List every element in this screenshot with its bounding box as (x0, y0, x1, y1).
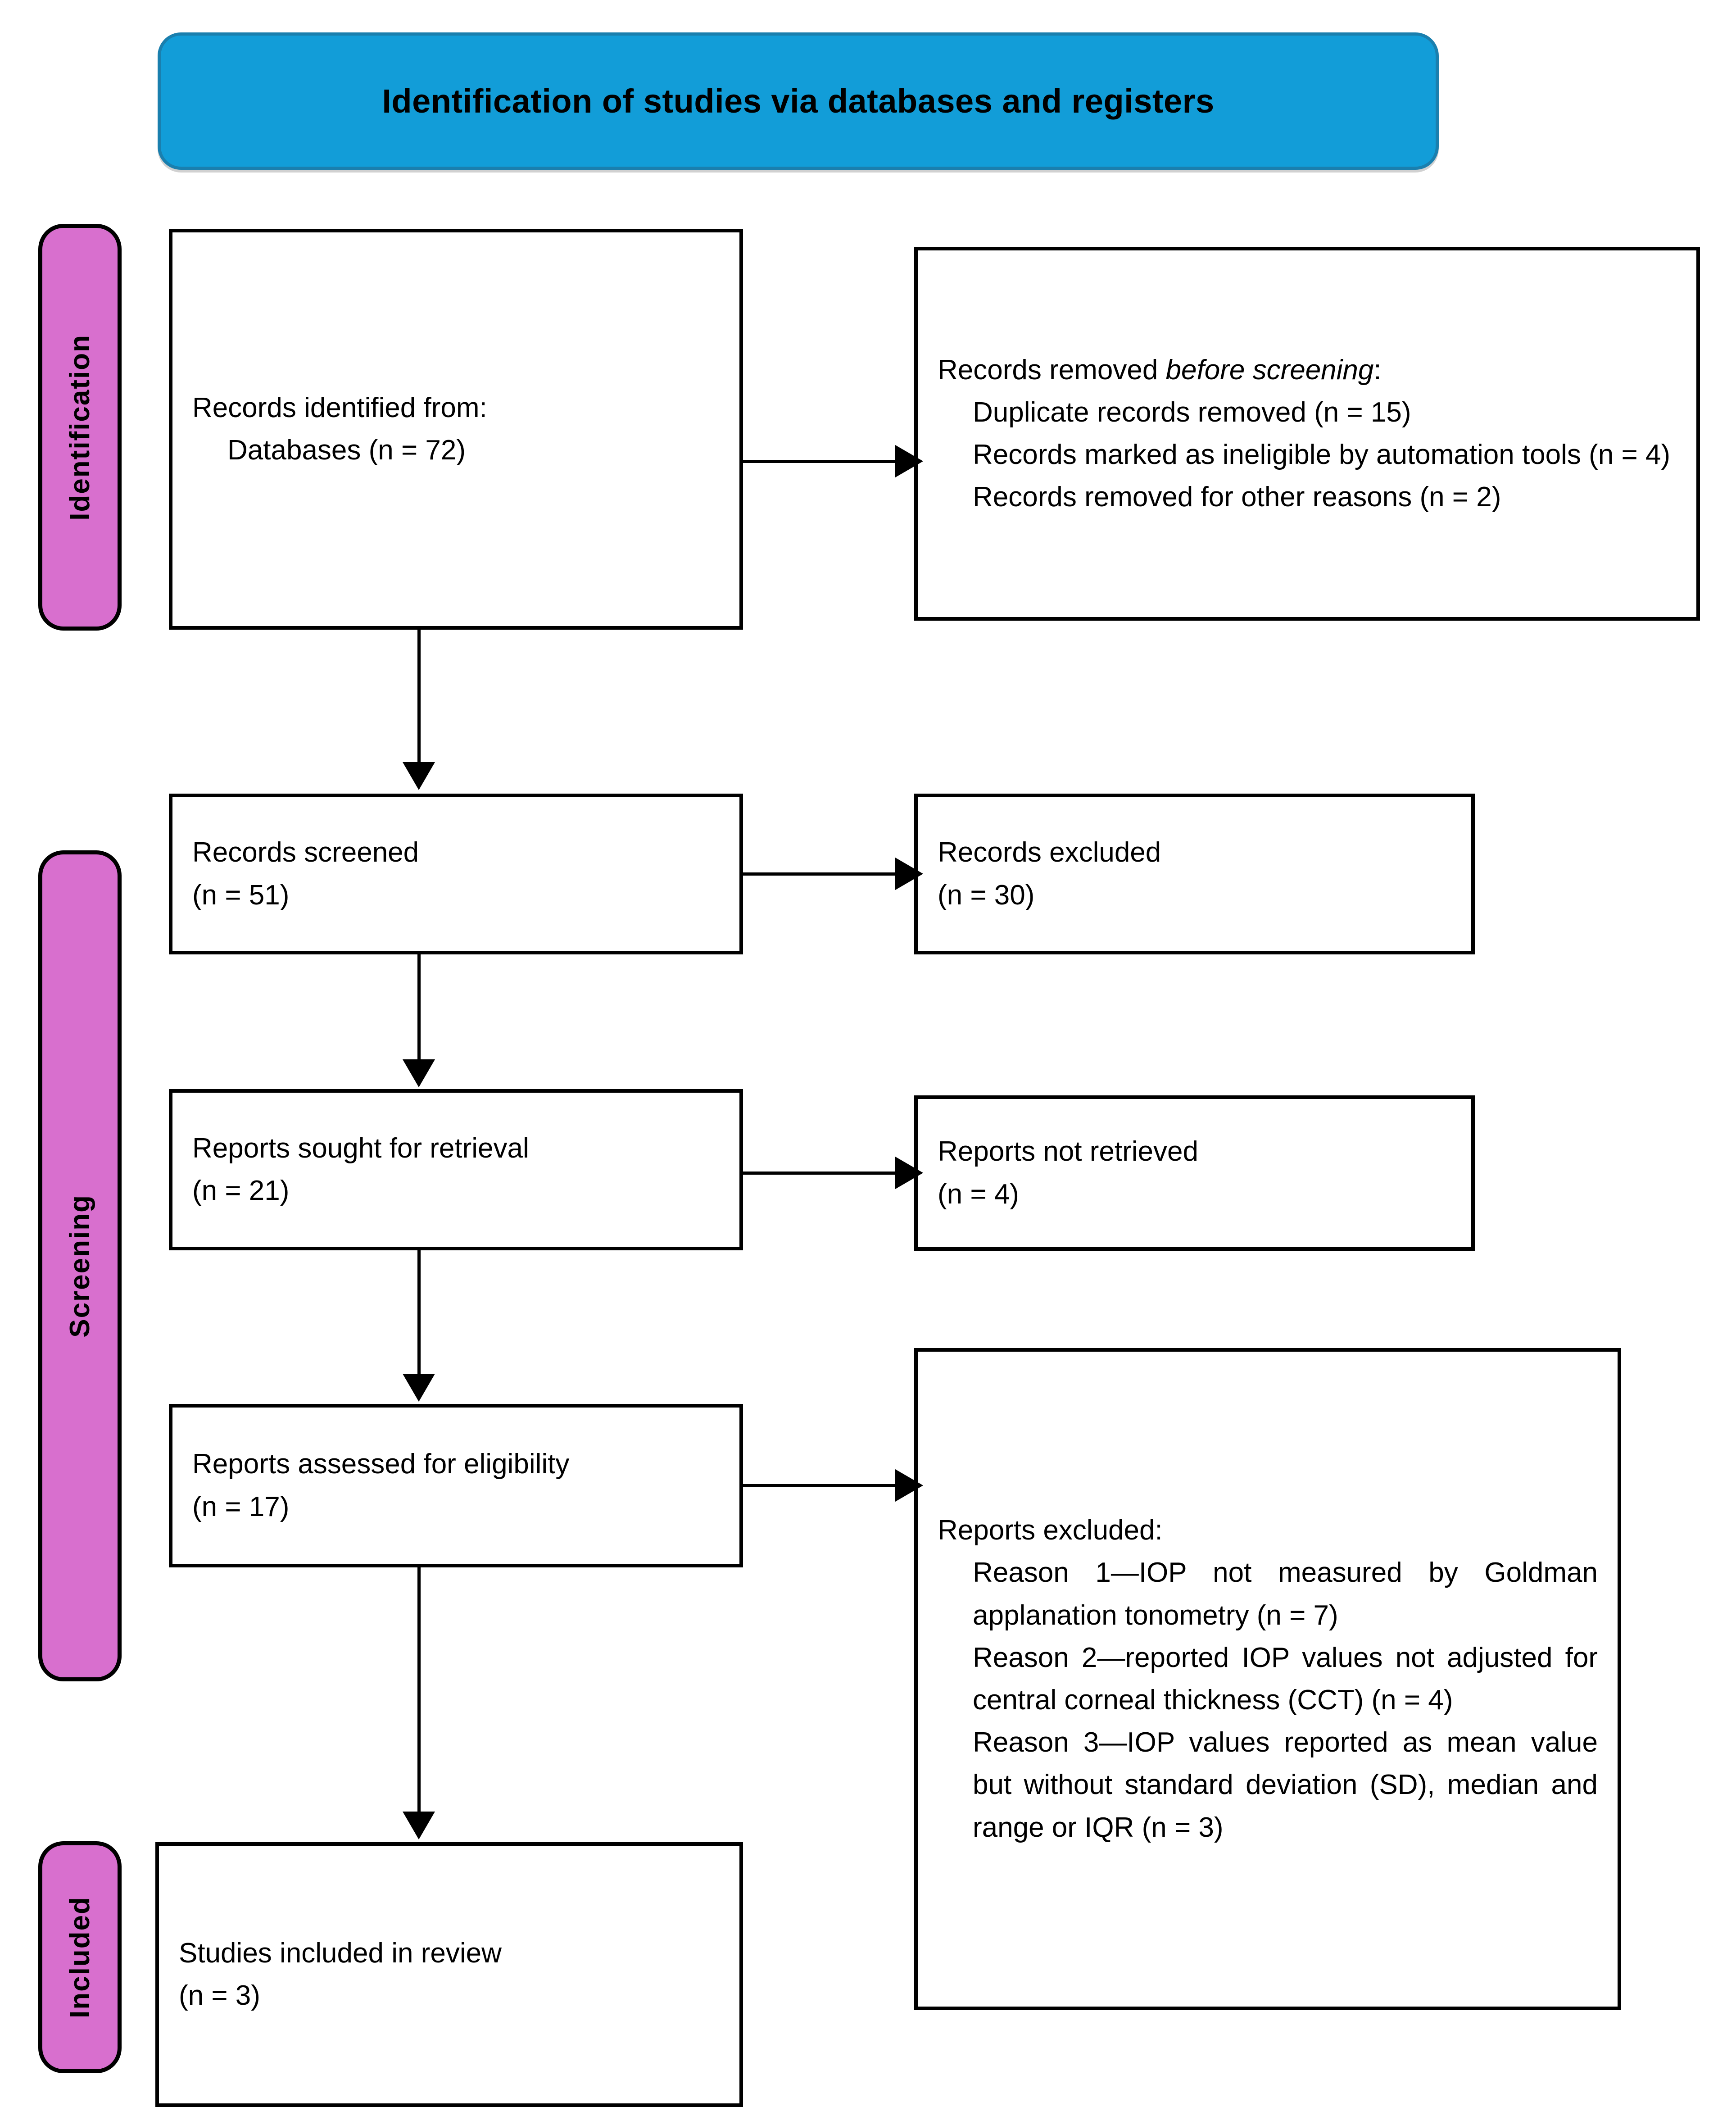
stage-bar-identification: Identification (38, 224, 122, 631)
reports-excluded-reason-3: Reason 3—IOP values reported as mean val… (973, 1727, 1598, 1843)
reports-assessed-label: Reports assessed for eligibility (192, 1449, 570, 1480)
reports-excluded-heading: Reports excluded: (938, 1515, 1163, 1546)
reports-assessed-count: (n = 17) (192, 1491, 290, 1522)
records-identified-line1: Records identified from: (192, 392, 487, 423)
before-screening-italic: before screening (1165, 354, 1374, 386)
connector-sought-to-not-retrieved (743, 1172, 898, 1175)
arrow-down-icon-sought-to-assessed (403, 1374, 435, 1402)
box-reports-not-retrieved: Reports not retrieved (n = 4) (914, 1095, 1475, 1251)
arrow-right-icon-screened-to-excluded (895, 858, 923, 890)
connector-assessed-to-included (417, 1567, 421, 1814)
arrow-right-icon-sought-to-not-retrieved (895, 1157, 923, 1189)
stage-bar-identification-label: Identification (64, 334, 95, 521)
reports-sought-label: Reports sought for retrieval (192, 1132, 529, 1164)
box-records-excluded: Records excluded (n = 30) (914, 794, 1475, 954)
box-records-screened: Records screened (n = 51) (169, 794, 743, 954)
records-removed-heading: Records removed before screening: (938, 354, 1382, 386)
records-removed-other-reasons: Records removed for other reasons (n = 2… (973, 481, 1501, 513)
box-reports-excluded: Reports excluded: Reason 1—IOP not measu… (914, 1348, 1621, 2010)
reports-excluded-reason-1: Reason 1—IOP not measured by Goldman app… (973, 1557, 1598, 1631)
arrow-down-icon-assessed-to-included (403, 1812, 435, 1839)
records-excluded-label: Records excluded (938, 837, 1161, 868)
connector-assessed-to-reports-excluded (743, 1484, 898, 1487)
arrow-right-icon-assessed-to-reports-excluded (895, 1469, 923, 1502)
arrow-down-icon-screened-to-sought (403, 1059, 435, 1087)
records-screened-label: Records screened (192, 837, 419, 868)
reports-sought-count: (n = 21) (192, 1175, 290, 1206)
records-identified-databases: Databases (n = 72) (227, 435, 466, 466)
stage-bar-included-label: Included (64, 1896, 95, 2018)
connector-screened-to-excluded (743, 872, 898, 876)
box-reports-sought-for-retrieval: Reports sought for retrieval (n = 21) (169, 1089, 743, 1250)
studies-included-label: Studies included in review (179, 1937, 502, 1969)
arrow-right-icon-identified-to-removed (895, 445, 923, 477)
connector-identified-to-removed (743, 460, 898, 463)
reports-excluded-reason-2: Reason 2—reported IOP values not adjuste… (973, 1642, 1598, 1716)
connector-screened-to-sought (417, 954, 421, 1063)
records-ineligible-automation: Records marked as ineligible by automati… (973, 439, 1671, 470)
duplicate-records-removed: Duplicate records removed (n = 15) (973, 396, 1411, 428)
stage-bar-included: Included (38, 1841, 122, 2073)
connector-sought-to-assessed (417, 1250, 421, 1376)
stage-bar-screening: Screening (38, 850, 122, 1681)
stage-bar-screening-label: Screening (64, 1194, 95, 1338)
box-studies-included-in-review: Studies included in review (n = 3) (155, 1842, 743, 2107)
records-excluded-count: (n = 30) (938, 879, 1035, 911)
connector-identified-to-screened (417, 630, 421, 765)
studies-included-count: (n = 3) (179, 1980, 260, 2011)
reports-not-retrieved-count: (n = 4) (938, 1178, 1019, 1210)
reports-not-retrieved-label: Reports not retrieved (938, 1136, 1198, 1167)
box-records-identified: Records identified from: Databases (n = … (169, 229, 743, 630)
records-screened-count: (n = 51) (192, 879, 290, 911)
arrow-down-icon-identified-to-screened (403, 762, 435, 790)
banner-title: Identification of studies via databases … (382, 82, 1215, 120)
diagram-banner: Identification of studies via databases … (158, 32, 1439, 170)
box-records-removed-before-screening: Records removed before screening: Duplic… (914, 247, 1700, 621)
box-reports-assessed-for-eligibility: Reports assessed for eligibility (n = 17… (169, 1404, 743, 1567)
